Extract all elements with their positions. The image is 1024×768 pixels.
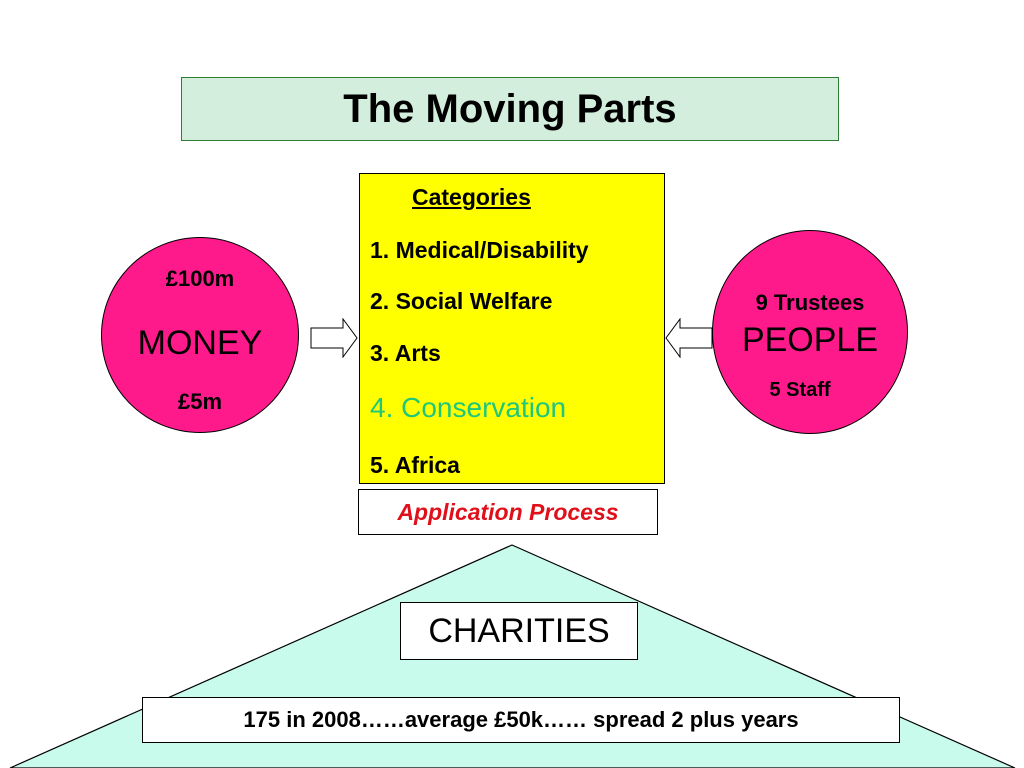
category-item-medical: 1. Medical/Disability [370, 237, 589, 263]
application-process-box: Application Process [358, 489, 658, 535]
categories-box: Categories 1. Medical/Disability 2. Soci… [359, 173, 665, 484]
arrow-right-icon [310, 318, 358, 358]
category-item-arts: 3. Arts [370, 340, 441, 366]
application-process-label: Application Process [397, 498, 619, 525]
stats-text: 175 in 2008……average £50k…… spread 2 plu… [243, 707, 799, 732]
title-box: The Moving Parts [181, 77, 839, 141]
people-bottom-value: 5 Staff [769, 379, 831, 401]
category-item-conservation: 4. Conservation [370, 392, 567, 423]
categories-heading: Categories [412, 184, 531, 210]
money-label: MONEY [137, 324, 263, 362]
charities-label: CHARITIES [428, 611, 610, 650]
charities-box: CHARITIES [400, 602, 638, 660]
category-item-africa: 5. Africa [370, 452, 460, 478]
category-item-social-welfare: 2. Social Welfare [370, 288, 553, 314]
money-bottom-value: £5m [177, 389, 223, 414]
people-circle: 9 Trustees PEOPLE 5 Staff [712, 230, 908, 434]
page-title: The Moving Parts [343, 86, 677, 131]
money-circle: £100m MONEY £5m [101, 237, 299, 433]
people-label: PEOPLE [741, 321, 879, 359]
stats-box: 175 in 2008……average £50k…… spread 2 plu… [142, 697, 900, 743]
people-top-value: 9 Trustees [755, 290, 865, 315]
arrow-left-icon [665, 318, 713, 358]
money-top-value: £100m [165, 266, 235, 291]
